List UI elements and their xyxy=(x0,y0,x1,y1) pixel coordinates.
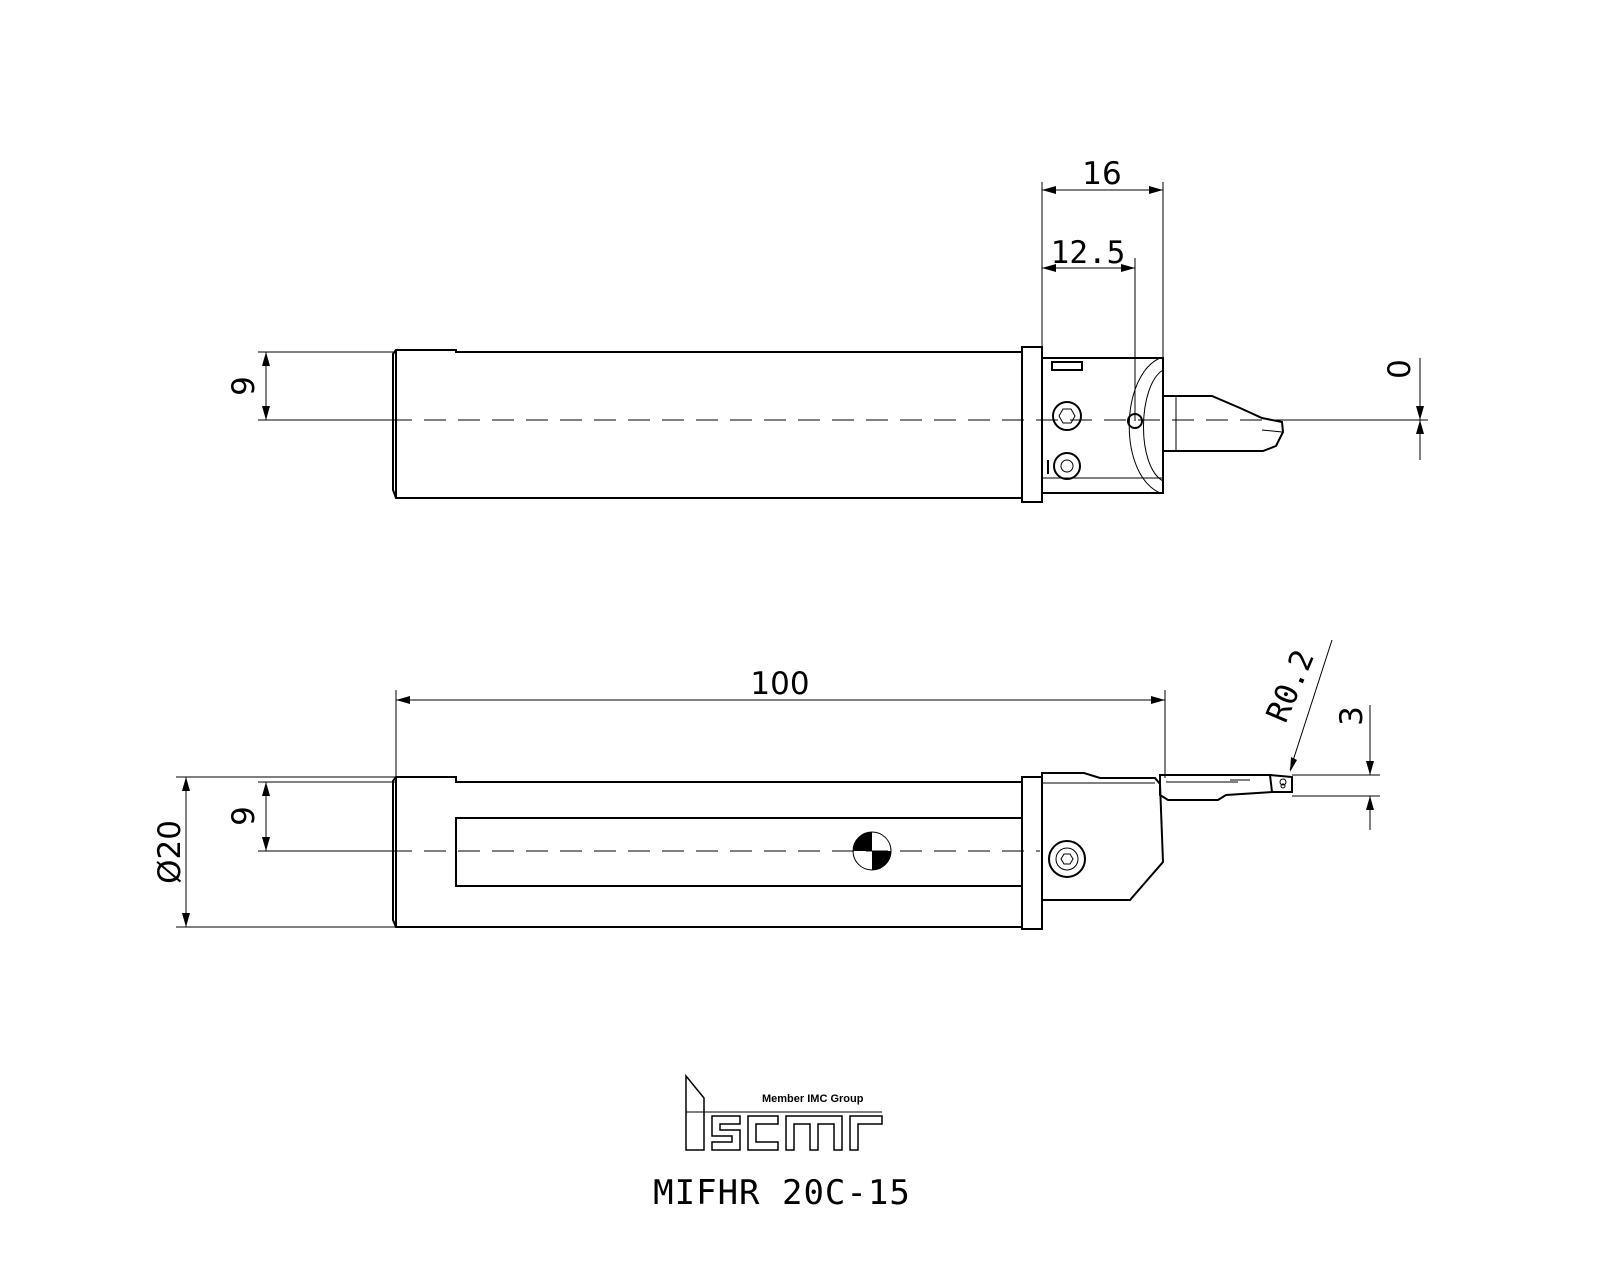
side-view: 100 Ø20 9 R0.2 3 xyxy=(152,639,1380,930)
top-dim-9: 9 xyxy=(226,376,262,396)
side-dim-diameter: Ø20 xyxy=(152,820,188,884)
side-head xyxy=(1041,772,1165,901)
top-shank-outline xyxy=(392,349,1023,499)
side-dim-100: 100 xyxy=(750,666,809,702)
side-flat xyxy=(455,817,1023,887)
clamp-screw-icon xyxy=(1048,840,1086,878)
side-dim-3: 3 xyxy=(1334,706,1370,726)
side-boring-bar xyxy=(1159,774,1274,801)
side-shank-outline xyxy=(392,776,1023,928)
model-name: MIFHR 20C-15 xyxy=(653,1173,911,1213)
clamp-screw-icon xyxy=(1047,452,1081,480)
top-dim-0: 0 xyxy=(1382,359,1418,379)
top-dim-12-5: 12.5 xyxy=(1051,235,1126,271)
top-view: 9 16 12.5 0 xyxy=(226,156,1428,503)
side-collar xyxy=(1021,776,1043,930)
top-collar xyxy=(1021,346,1043,503)
side-dim-radius: R0.2 xyxy=(1260,645,1322,728)
clamp-screw-icon xyxy=(1052,401,1082,431)
top-dim-16: 16 xyxy=(1082,156,1121,192)
logo-tagline: Member IMC Group xyxy=(762,1093,864,1105)
top-head xyxy=(1041,357,1164,494)
top-boring-bar xyxy=(1162,395,1285,452)
iscar-logo: Member IMC Group xyxy=(685,1073,883,1151)
side-dim-9: 9 xyxy=(226,806,262,826)
